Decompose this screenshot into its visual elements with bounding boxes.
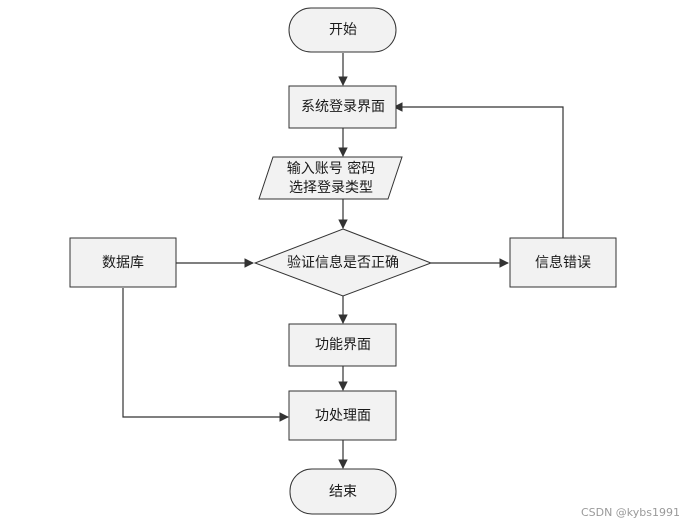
edge-database-process (122, 288, 289, 422)
node-verify-label: 验证信息是否正确 (287, 254, 399, 271)
node-database: 数据库 (69, 237, 177, 288)
node-error: 信息错误 (509, 237, 617, 288)
node-function-label: 功能界面 (315, 337, 371, 353)
edge-error-login (393, 102, 564, 238)
edges (122, 53, 564, 469)
node-login-label: 系统登录界面 (301, 99, 385, 115)
watermark: CSDN @kybs1991 (580, 506, 680, 519)
node-login: 系统登录界面 (288, 85, 397, 129)
node-error-label: 信息错误 (535, 254, 591, 271)
node-start-label: 开始 (329, 22, 357, 38)
node-end: 结束 (289, 468, 397, 515)
node-end-label: 结束 (329, 484, 357, 500)
node-process: 功处理面 (288, 390, 397, 441)
node-process-label: 功处理面 (315, 408, 371, 424)
node-input-label-line2: 选择登录类型 (289, 180, 373, 196)
node-input: 输入账号 密码 选择登录类型 (258, 156, 403, 200)
node-input-label-line1: 输入账号 密码 (287, 160, 375, 177)
node-function: 功能界面 (288, 323, 397, 367)
node-start: 开始 (288, 7, 397, 53)
node-verify: 验证信息是否正确 (253, 228, 433, 297)
node-database-label: 数据库 (102, 255, 144, 271)
